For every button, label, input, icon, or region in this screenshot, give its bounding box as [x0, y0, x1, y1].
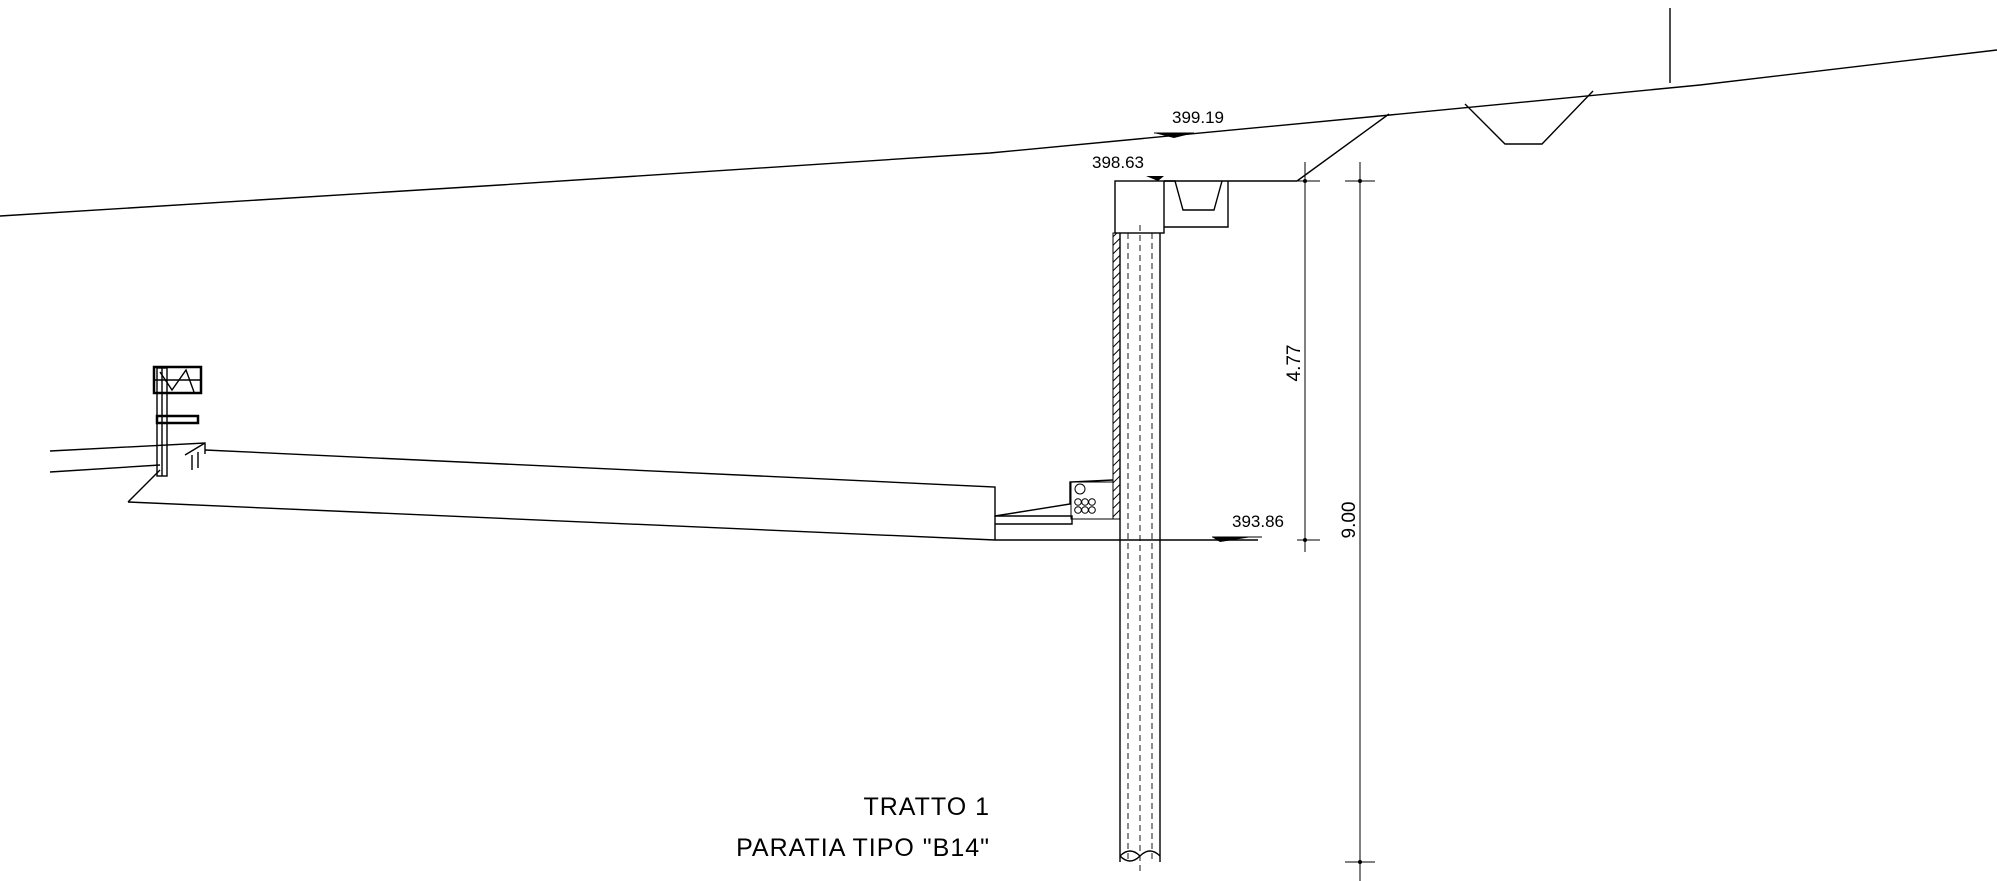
- road-subgrade: [127, 501, 1113, 541]
- caption-line-2: PARATIA TIPO "B14": [736, 834, 990, 862]
- drainage-box: [1070, 481, 1114, 520]
- ground-profile-line: [0, 49, 1997, 217]
- head-channel: [1164, 180, 1223, 211]
- embankment-slope: [1296, 113, 1390, 182]
- elevation-label-wall: 398.63: [1092, 153, 1144, 172]
- channel-base: [1164, 181, 1229, 228]
- barrier-rail-bottom: [155, 414, 200, 425]
- capping-beam: [1114, 180, 1165, 234]
- left-road-edge: [49, 442, 206, 454]
- pile-hatched-lining: [1112, 232, 1121, 520]
- drain-pipe-large: [1074, 483, 1086, 495]
- upper-ditch: [1464, 90, 1594, 145]
- road-surface-top: [204, 449, 1114, 517]
- caption-line-1: TRATTO 1: [863, 793, 990, 821]
- dimension-label-900: 9.00: [1339, 502, 1360, 539]
- elevation-label-ground: 399.19: [1172, 108, 1224, 127]
- elevation-marker-ground: [1154, 133, 1194, 138]
- dimension-label-477: 4.77: [1284, 345, 1305, 382]
- elevation-label-bottom: 393.86: [1232, 512, 1284, 531]
- elevation-marker-wall: [1146, 176, 1164, 181]
